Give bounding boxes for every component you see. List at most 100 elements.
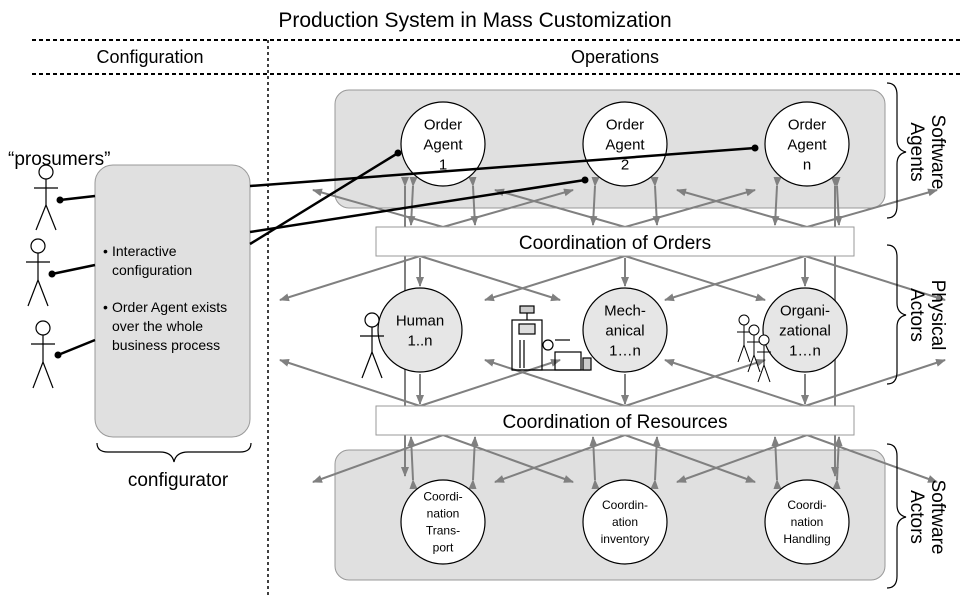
coordination-handling-circle [764,479,850,565]
network-arrow [804,255,946,302]
prosumers-label: “prosumers” [8,149,110,170]
human-actor-circle [377,287,463,373]
order-agent-2-label-line-3: 2 [621,156,629,173]
coordination-of-resources-bar [375,405,855,436]
svg-text:Actors: Actors [906,288,927,342]
software-actor-3-label-line-3: Handling [783,532,830,546]
configurator-bullets: • Interactive configuration • Order Agen… [103,243,227,353]
network-arrow [407,436,418,490]
operations-header: Operations [571,47,659,67]
network-arrow [484,255,626,302]
group-figures-icon [737,314,771,383]
bullet-marker: • [103,299,108,315]
machine-icon [511,305,592,371]
software-agents-brace [886,82,907,219]
coordination-of-orders-label: Coordination of Orders [519,233,711,254]
network-arrow [806,434,938,483]
network-arrow [624,255,766,302]
prosumer-figure-icon [26,238,50,307]
physical-actor-3-label-line-1: Organi- [780,302,830,319]
order-agent-1-circle [400,101,486,187]
network-arrow [624,434,756,483]
coordination-inventory-circle [582,479,668,565]
network-arrow [279,255,421,302]
human-figure-icon [360,312,384,379]
order-agent-2-circle [582,101,668,187]
physical-actors-side-label: Physical Actors [906,280,948,351]
network-arrow [312,434,444,483]
software-actors-brace [886,443,907,589]
configurator-brace [96,442,252,463]
configuration-header: Configuration [96,47,203,67]
mechanical-actor-circle [582,287,668,373]
network-arrow [494,434,626,483]
physical-actor-3-label-line-2: zational [779,322,831,339]
svg-text:Physical: Physical [927,280,948,351]
network-arrow [806,188,938,228]
network-arrow [494,188,626,228]
order-agent-3-label-line-3: n [803,156,811,173]
bullet-1-line-1: Interactive [112,243,177,259]
order-agent-3-label-line-1: Order [788,116,826,133]
network-arrow [468,436,479,490]
order-agent-1-label-line-3: 1 [439,156,447,173]
order-agent-1-label-line-1: Order [424,116,462,133]
network-arrow [419,255,561,302]
network-arrow [442,188,574,228]
connector-dots [48,144,759,359]
software-actor-1-label-line-1: Coordi- [423,490,462,504]
network-arrow [676,188,808,228]
network-arrow [676,434,808,483]
network-arrow [419,359,561,407]
bullet-1-line-2: configuration [112,262,192,278]
software-actor-1-label-line-2: nation [427,507,460,521]
software-actor-3-label-line-1: Coordi- [787,498,826,512]
software-actors-side-label: Software Actors [906,480,948,555]
prosumer-figure-icon [34,164,58,231]
svg-text:Agents: Agents [906,122,927,181]
network-arrow [624,188,756,228]
order-agent-2-label-line-1: Order [606,116,644,133]
network-arrow [650,436,661,490]
software-actor-2-label-line-3: inventory [601,532,650,546]
svg-text:Actors: Actors [906,490,927,544]
software-actor-1-label-line-4: port [433,541,454,555]
svg-text:Software: Software [927,480,948,555]
coordination-transport-circle [400,479,486,565]
order-connections [51,146,756,357]
network-arrow [279,359,421,407]
network-arrow [624,359,766,407]
network-arrow [484,359,626,407]
physical-actor-3-label-line-3: 1…n [789,342,821,359]
software-actor-3-label-line-2: nation [791,515,824,529]
network-arrow [589,436,600,490]
coordination-of-orders-bar [375,226,855,257]
software-actor-2-label-line-1: Coordin- [602,498,648,512]
arrow-network [279,176,946,490]
physical-actor-2-label-line-3: 1…n [609,342,641,359]
physical-actor-1-label-line-1: Human [396,312,444,329]
circle-labels: OrderAgent1OrderAgent2OrderAgentnHuman1.… [396,116,831,554]
physical-actor-2-label-line-2: anical [605,322,644,339]
software-actor-2-label-line-2: ation [612,515,638,529]
network-arrow [771,436,782,490]
bullet-2-line-3: business process [112,337,220,353]
physical-actors-brace [886,244,907,385]
prosumer-figure-icon [31,320,55,389]
order-agent-1-label-line-2: Agent [423,136,463,153]
physical-actor-2-label-line-1: Mech- [604,302,646,319]
configurator-label: configurator [128,470,229,491]
order-agent-3-label-line-2: Agent [787,136,827,153]
software-actor-1-label-line-3: Trans- [426,524,460,538]
network-arrow [804,359,946,407]
bullet-2-line-1: Order Agent exists [112,299,227,315]
network-arrow [664,359,806,407]
network-arrow [442,434,574,483]
diagram-title: Production System in Mass Customization [278,9,671,32]
svg-text:Software: Software [927,115,948,190]
configurator-box [94,164,251,438]
physical-actor-1-label-line-2: 1..n [407,332,432,349]
order-agent-n-circle [764,101,850,187]
network-arrow [664,255,806,302]
